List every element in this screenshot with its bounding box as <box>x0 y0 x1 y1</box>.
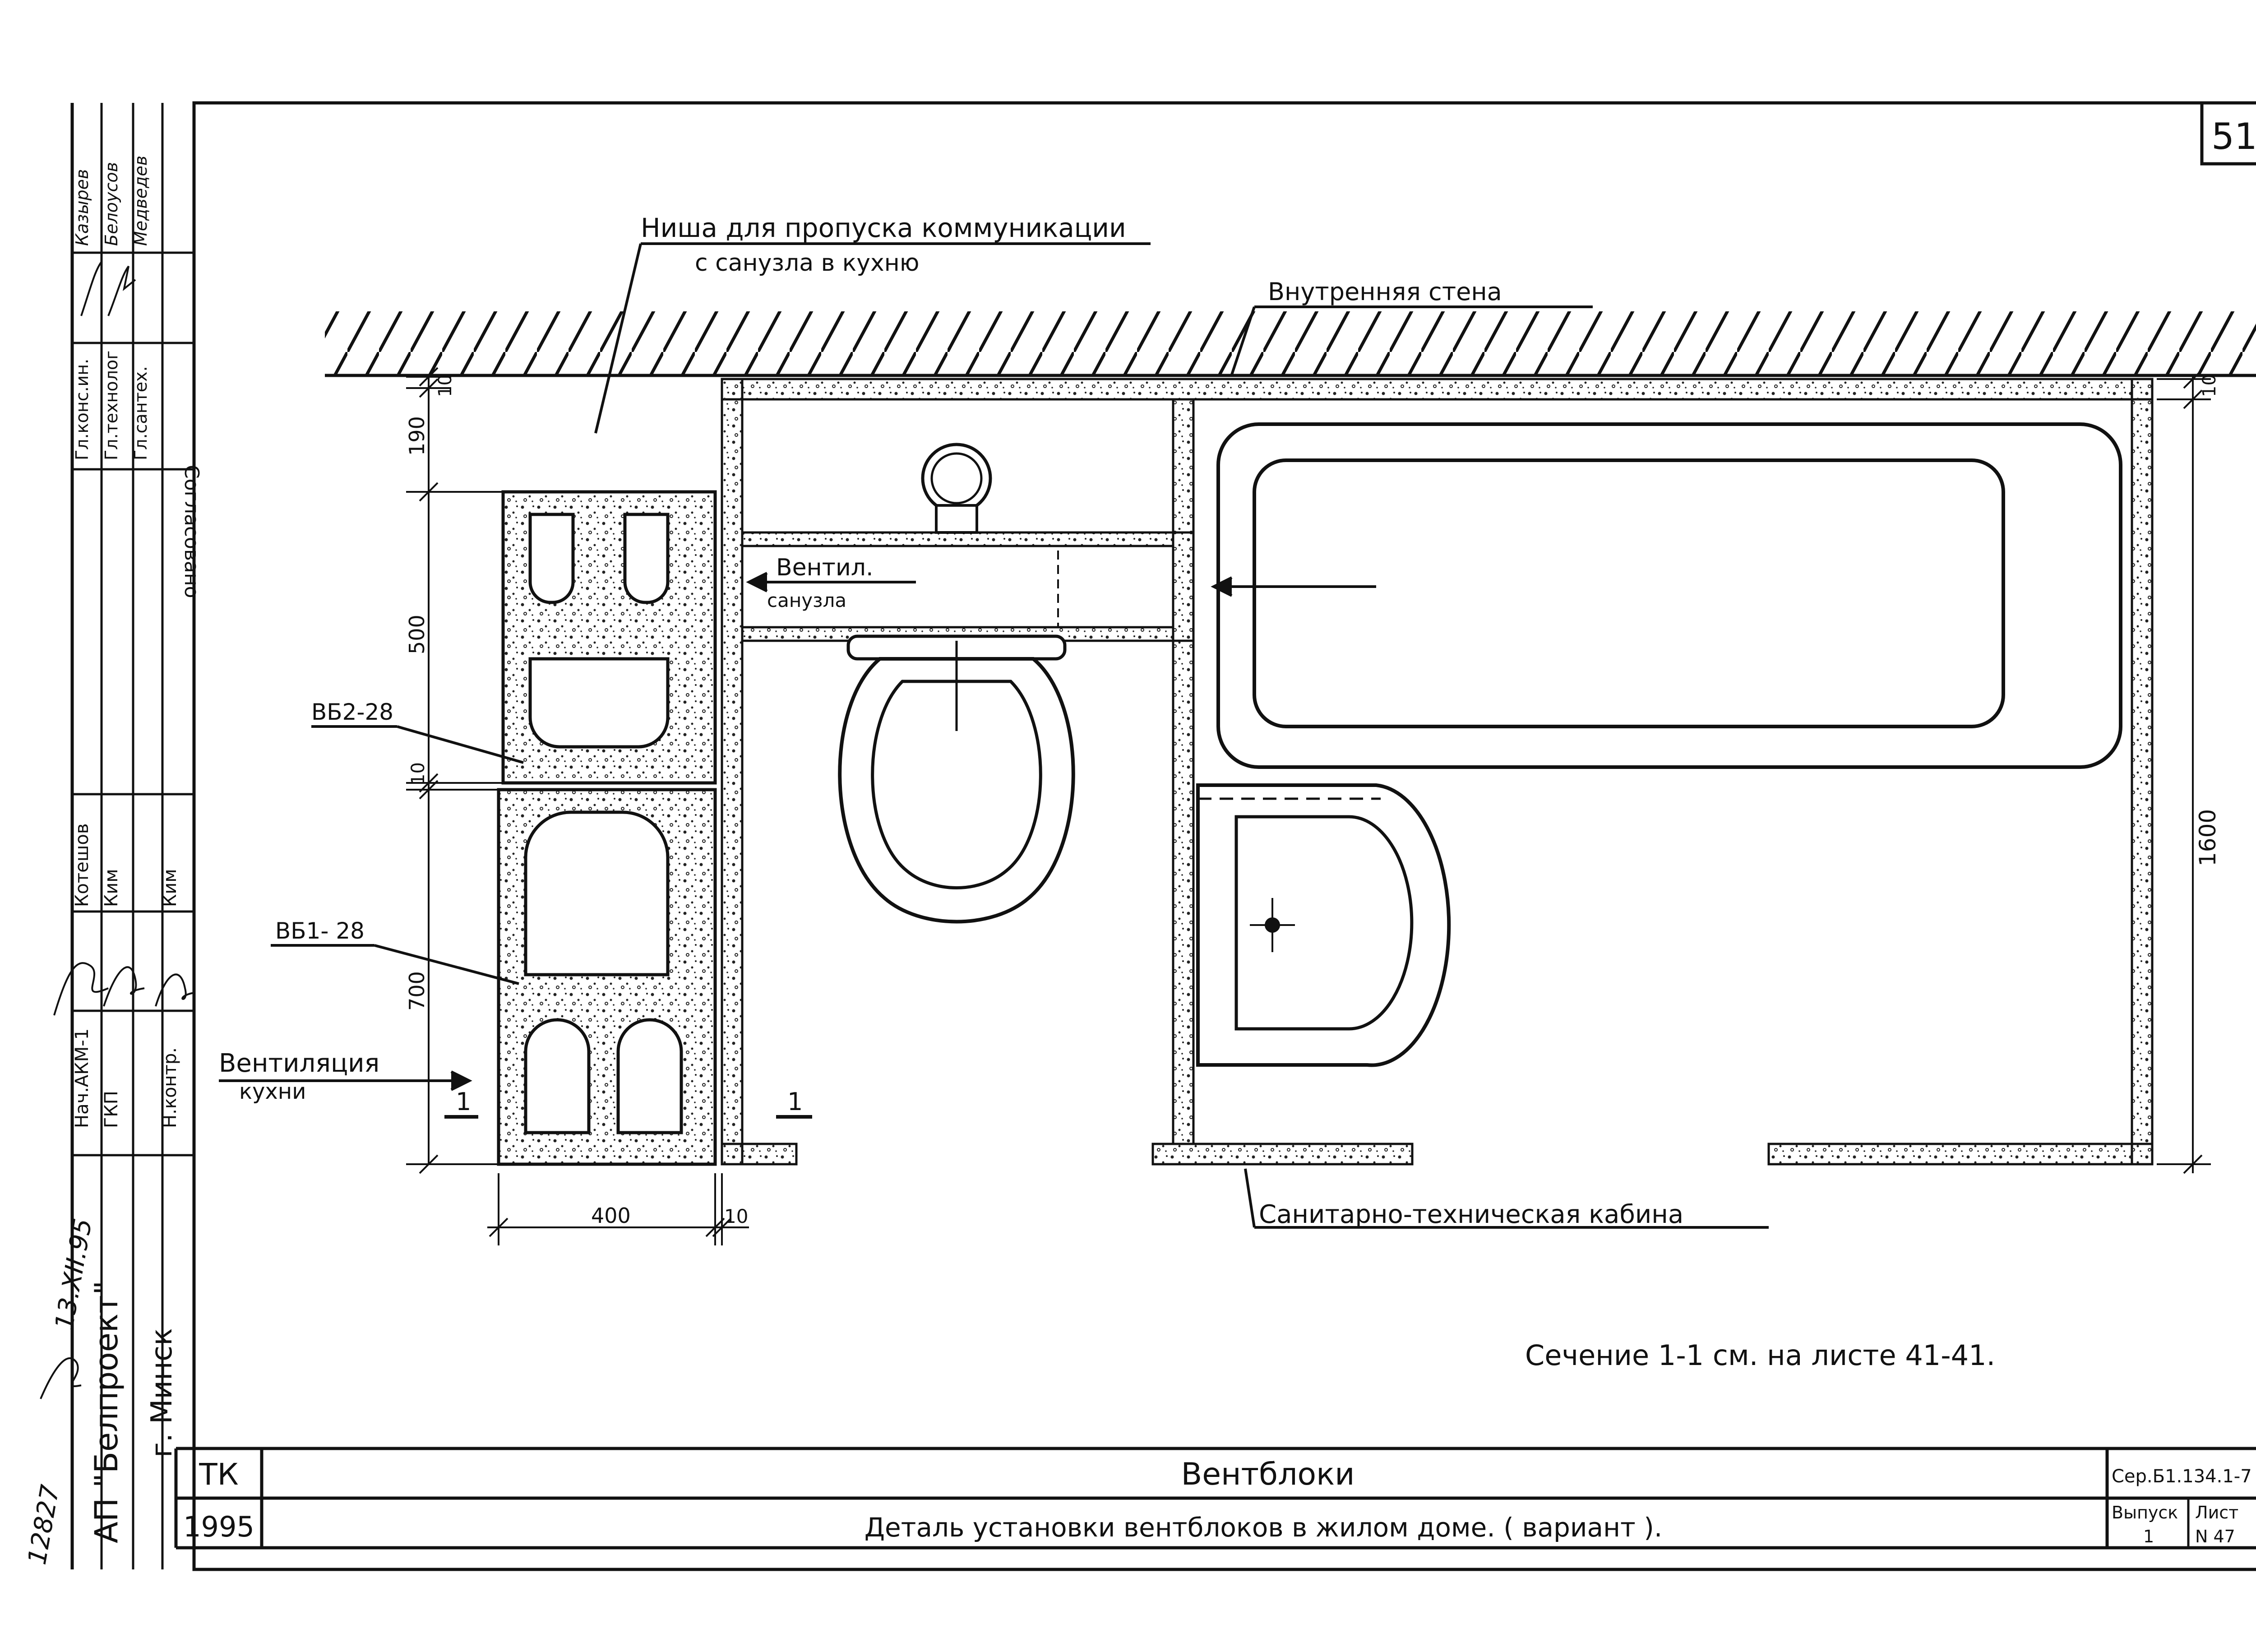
role-1: Гл.конс.ин. <box>72 359 92 460</box>
bathtub <box>1216 422 2122 769</box>
dim-10-bottom: 10 <box>724 1205 748 1227</box>
section-mark-left: 1 <box>456 1087 471 1116</box>
inventory-number: 12827 <box>23 1482 65 1567</box>
page-number: 51 <box>2211 116 2256 157</box>
section-note: Сечение 1-1 см. на листе 41-41. <box>1525 1339 1995 1372</box>
name-2: Белоусов <box>102 162 121 246</box>
approved-label: Согласовано <box>180 465 203 598</box>
cabin-walls <box>721 378 2154 1166</box>
tb-sheet-label: Лист <box>2195 1503 2238 1522</box>
dimension-texts: 10 190 500 10 700 400 10 10 1600 <box>405 374 2221 1228</box>
title-block: ТК 1995 Вентблоки Деталь установки вентб… <box>174 1447 2256 1550</box>
cabin-label: Санитарно-техническая кабина <box>1259 1200 1683 1229</box>
approval-stamp: Согласовано Гл.конс.ин. Гл.технолог Гл.с… <box>23 156 203 1567</box>
kitchen-vent-sublabel: кухни <box>239 1079 306 1104</box>
tb-subtitle: Деталь установки вентблоков в жилом доме… <box>864 1512 1663 1543</box>
name-3: Медведев <box>131 156 151 246</box>
leaders <box>219 242 1769 1229</box>
vb1-label: ВБ1- 28 <box>275 918 365 944</box>
tb-code: ТК <box>199 1457 238 1492</box>
niche-sublabel: с санузла в кухню <box>695 250 920 277</box>
vent-block-vb1-28 <box>497 788 717 1166</box>
bath-vent-sublabel: санузла <box>767 589 846 611</box>
tb-title: Вентблоки <box>1181 1457 1355 1492</box>
bottom-name-3: Ким <box>160 869 180 907</box>
dim-400: 400 <box>591 1203 631 1228</box>
inner-wall-label: Внутренняя стена <box>1268 278 1502 306</box>
vb2-label: ВБ2-28 <box>311 699 393 725</box>
role-3: Гл.сантех. <box>131 366 151 460</box>
inner-wall <box>325 311 2256 377</box>
dim-10-right: 10 <box>2199 374 2220 397</box>
washbasin <box>1196 783 1451 1067</box>
signature-stamp <box>40 1357 82 1399</box>
bottom-name-2: Ким <box>101 869 122 907</box>
tb-issue-label: Выпуск <box>2112 1503 2178 1522</box>
tb-sheet: N 47 <box>2195 1527 2235 1546</box>
org-name: АП "Белпроект" <box>88 1281 125 1543</box>
signature-top <box>80 261 136 316</box>
dim-10-mid: 10 <box>408 762 429 785</box>
signatures-bottom <box>53 962 194 1016</box>
bottom-role-1: Нач.АКМ-1 <box>72 1028 92 1128</box>
dim-500: 500 <box>405 615 429 654</box>
bottom-name-1: Котешов <box>72 824 92 907</box>
org-city: г. Минск <box>145 1328 179 1458</box>
bottom-role-2: ГКП <box>101 1091 122 1128</box>
sheet-frame <box>70 101 2256 1571</box>
bottom-role-3: Н.контр. <box>160 1047 180 1128</box>
vent-block-vb2-28 <box>501 490 717 785</box>
tb-year: 1995 <box>183 1510 254 1543</box>
name-1: Казырев <box>72 169 92 246</box>
riser-pipe <box>921 443 992 534</box>
toilet <box>838 634 1075 924</box>
dim-10-top: 10 <box>435 374 456 397</box>
section-mark-right: 1 <box>787 1087 803 1116</box>
dim-190: 190 <box>405 416 429 456</box>
tb-issue: 1 <box>2143 1527 2154 1546</box>
labels: Ниша для пропуска коммуникации с санузла… <box>219 213 1995 1372</box>
page-number-box: 51 <box>2200 101 2256 166</box>
role-2: Гл.технолог <box>102 351 121 460</box>
dim-700: 700 <box>405 971 429 1011</box>
tb-series: Сер.Б1.134.1-7 <box>2112 1466 2252 1487</box>
bath-vent-label: Вентил. <box>776 554 874 581</box>
dim-1600: 1600 <box>2195 809 2221 866</box>
kitchen-vent-label: Вентиляция <box>219 1049 379 1078</box>
dimension-lines <box>406 367 2211 1245</box>
niche-label: Ниша для пропуска коммуникации <box>641 213 1126 243</box>
